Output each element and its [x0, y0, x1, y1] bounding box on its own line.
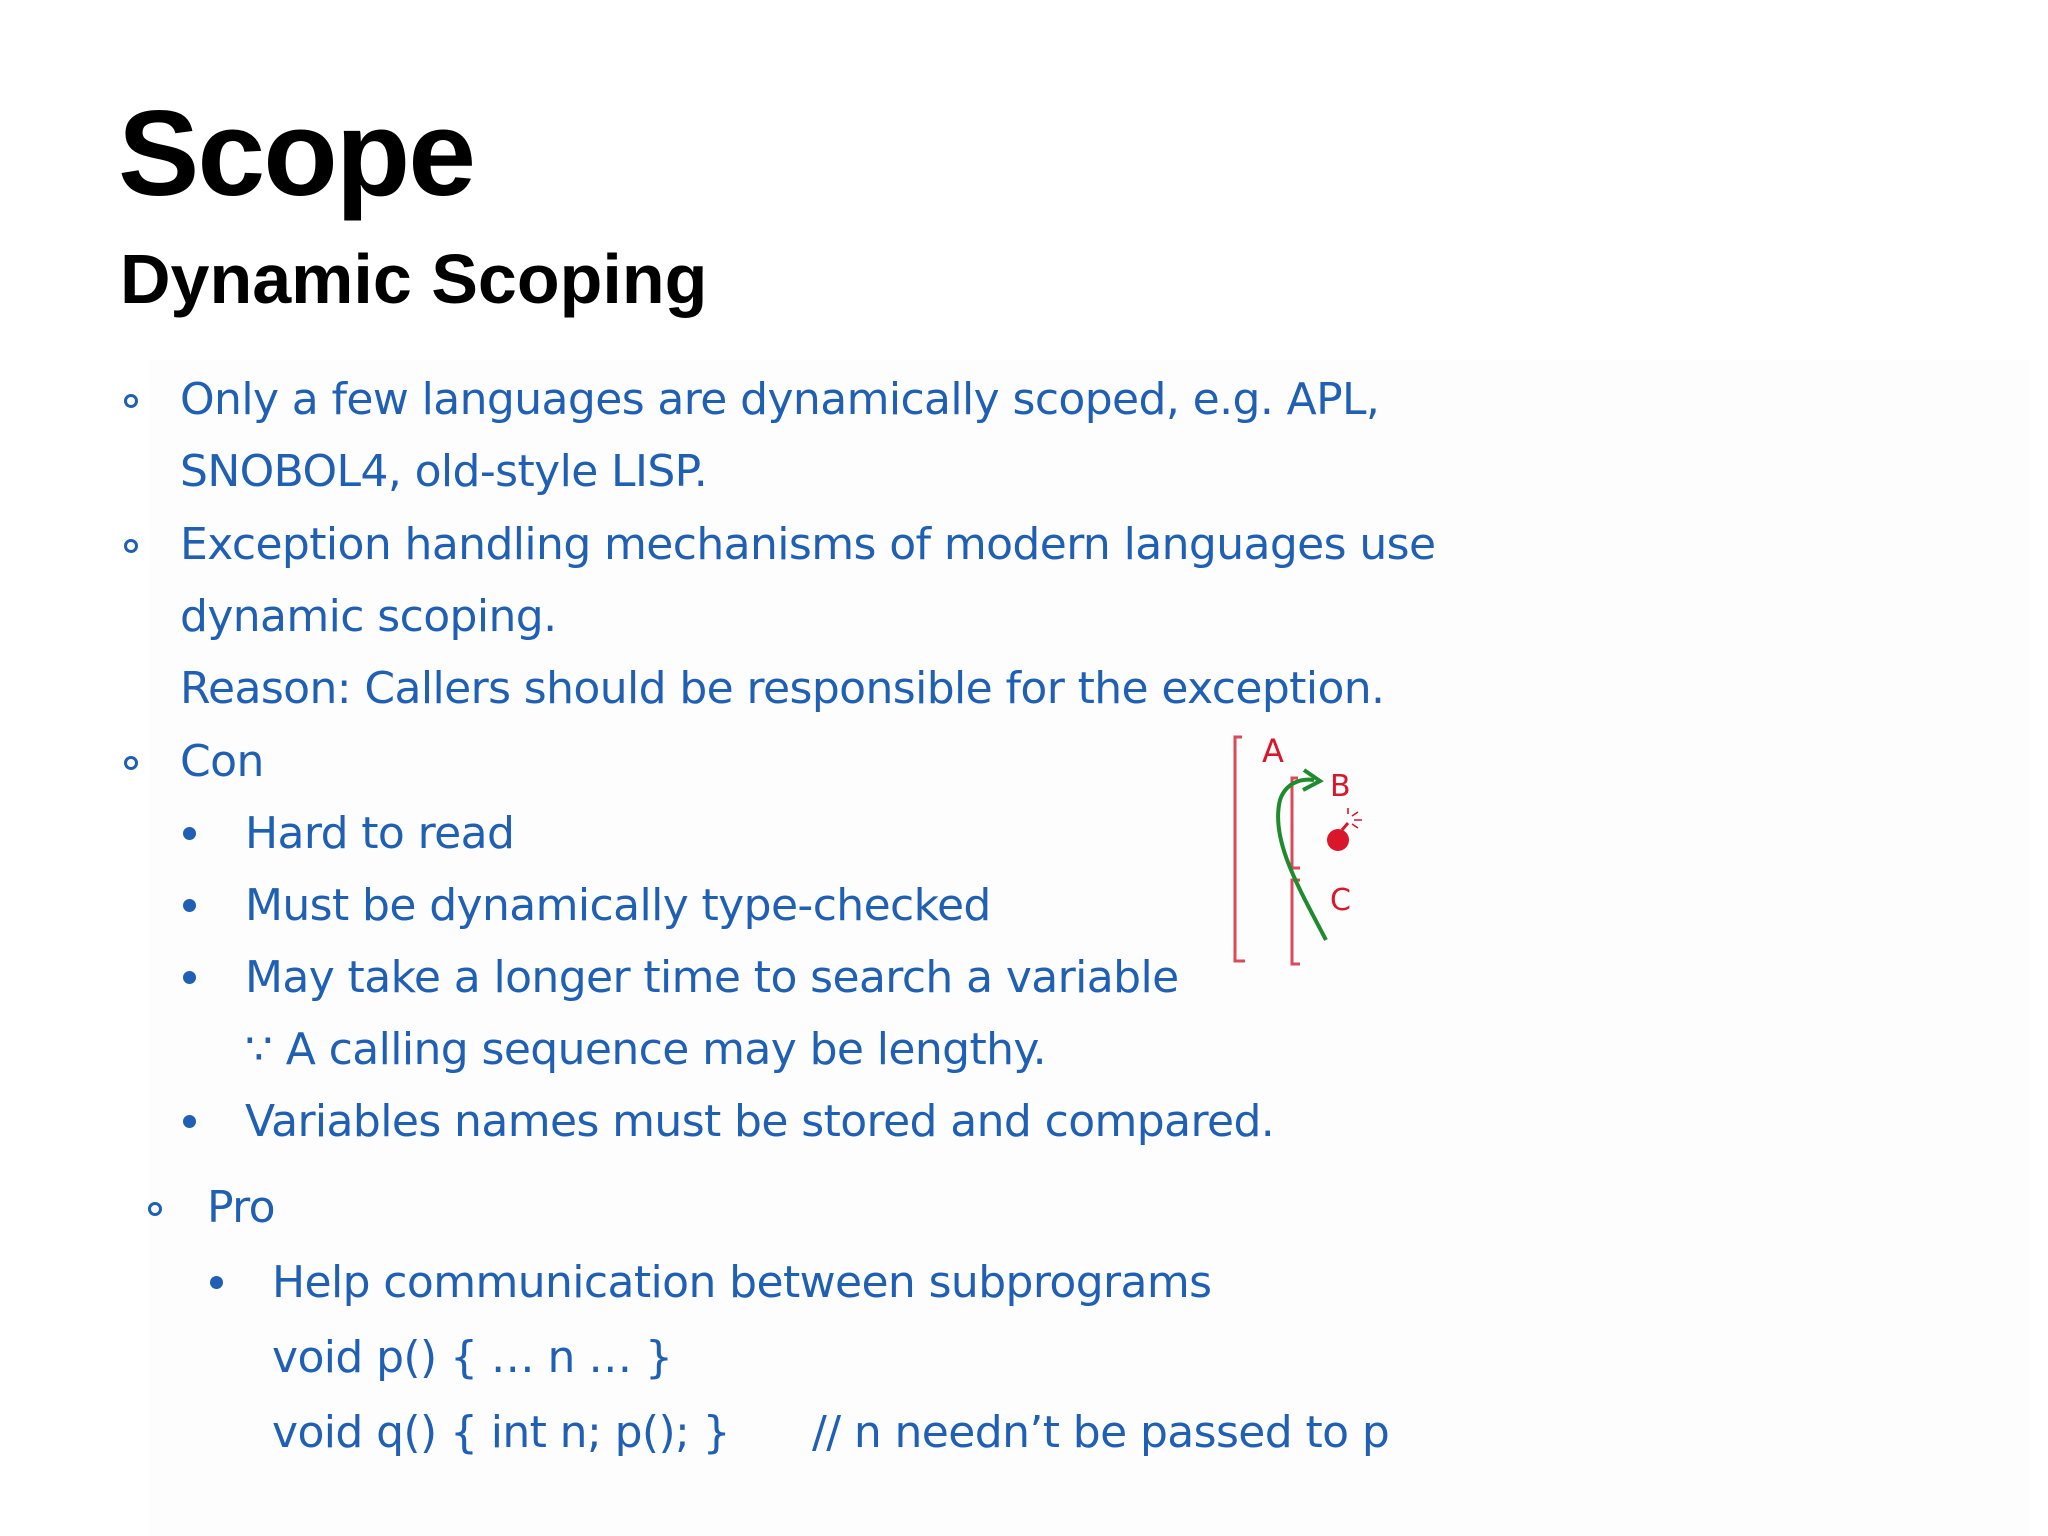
pro-heading: Pro	[207, 1182, 276, 1233]
code-comment: // n needn’t be passed to p	[812, 1407, 1390, 1458]
dot-bullet	[183, 971, 196, 984]
code-line: void p() { … n … }	[272, 1332, 673, 1383]
label-c: C	[1330, 883, 1351, 918]
circle-bullet	[148, 1202, 162, 1216]
label-a: A	[1262, 732, 1284, 770]
con-item: Hard to read	[245, 808, 515, 859]
dot-bullet	[210, 1276, 223, 1289]
con-heading: Con	[180, 736, 264, 787]
label-b: B	[1330, 769, 1351, 804]
dot-bullet	[183, 1115, 196, 1128]
dot-bullet	[183, 899, 196, 912]
pasted-content-area	[150, 360, 2030, 1536]
exception-arrow	[1276, 768, 1328, 941]
con-item-note: ∵ A calling sequence may be lengthy.	[245, 1024, 1047, 1075]
bullet-text: dynamic scoping.	[180, 591, 557, 642]
frame-b-bracket	[1290, 776, 1300, 870]
con-item: Must be dynamically type-checked	[245, 880, 991, 931]
frame-c-bracket	[1290, 878, 1300, 966]
slide-title: Scope	[118, 85, 476, 221]
call-chain-diagram: A B C	[1233, 732, 1362, 966]
circle-bullet	[124, 539, 138, 553]
dot-bullet	[183, 827, 196, 840]
pro-item: Help communication between subprograms	[272, 1257, 1212, 1308]
bullet-text: Exception handling mechanisms of modern …	[180, 519, 1436, 570]
bomb-icon	[1327, 808, 1362, 851]
con-item: Variables names must be stored and compa…	[245, 1096, 1275, 1147]
frame-a-bracket	[1233, 735, 1245, 963]
slide-subtitle: Dynamic Scoping	[120, 240, 708, 318]
circle-bullet	[124, 394, 138, 408]
con-item: May take a longer time to search a varia…	[245, 952, 1179, 1003]
code-line: void q() { int n; p(); }	[272, 1407, 731, 1458]
bullet-text: SNOBOL4, old-style LISP.	[180, 446, 708, 497]
circle-bullet	[124, 756, 138, 770]
bullet-text: Only a few languages are dynamically sco…	[180, 374, 1380, 425]
bullet-text: Reason: Callers should be responsible fo…	[180, 663, 1385, 714]
